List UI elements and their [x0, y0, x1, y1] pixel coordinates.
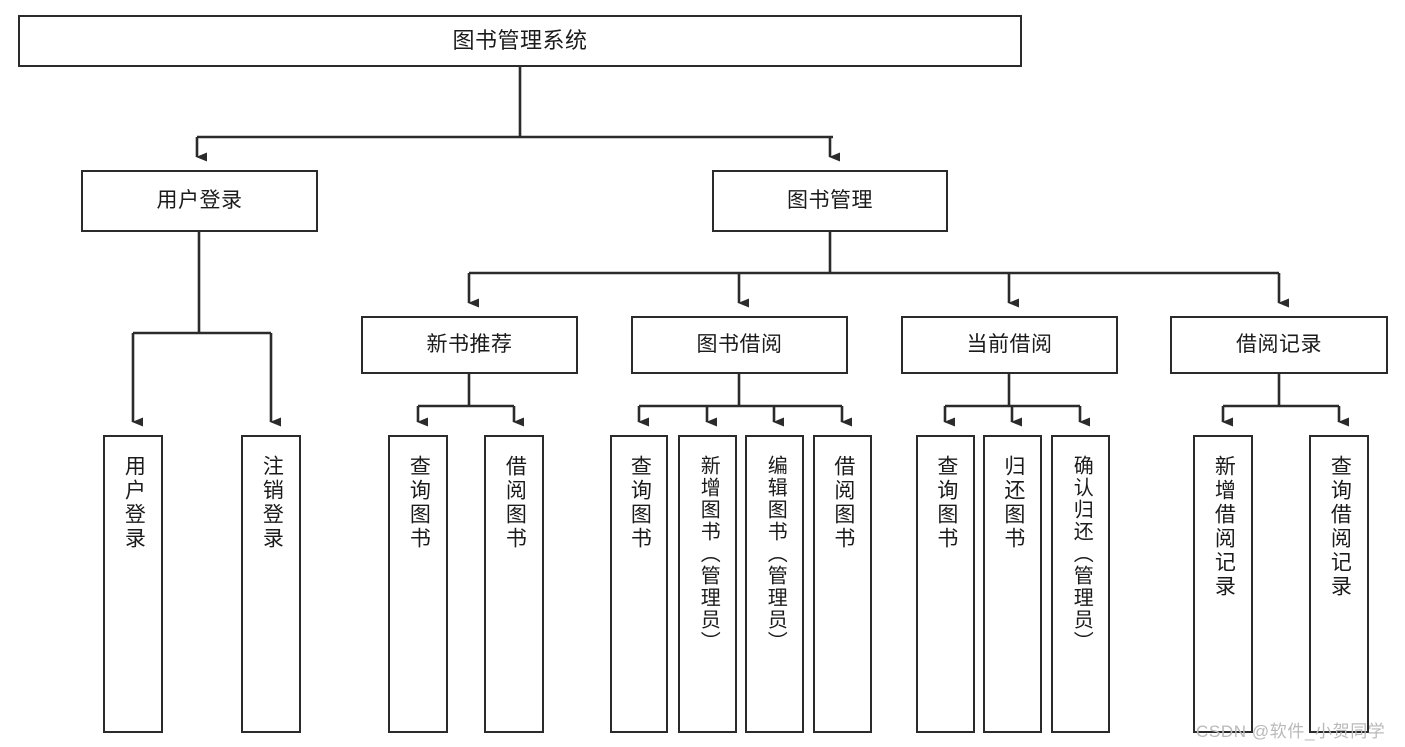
leaf-confirm-return-admin[interactable]: 确认归还（管理员）	[1051, 435, 1110, 733]
leaf-return-book-label: 归还图书	[1001, 455, 1025, 551]
leaf-user-login-label: 用户登录	[122, 455, 146, 551]
leaf-logout-login-label: 注销登录	[260, 455, 284, 551]
node-new-book-recommend[interactable]: 新书推荐	[361, 316, 578, 374]
leaf-user-login[interactable]: 用户登录	[103, 435, 163, 733]
leaf-query-book-recommend[interactable]: 查询图书	[388, 435, 448, 733]
leaf-borrow-book-label: 借阅图书	[831, 455, 855, 551]
node-borrow-record-label: 借阅记录	[1236, 332, 1322, 356]
node-new-book-recommend-label: 新书推荐	[426, 332, 513, 356]
leaf-edit-book-admin-label: 编辑图书（管理员）	[764, 455, 787, 653]
node-user-login-label: 用户登录	[156, 188, 243, 212]
node-user-login[interactable]: 用户登录	[81, 170, 318, 232]
leaf-query-book-recommend-label: 查询图书	[407, 455, 431, 551]
node-borrow-record[interactable]: 借阅记录	[1170, 316, 1388, 374]
node-book-manage[interactable]: 图书管理	[712, 170, 948, 232]
leaf-add-book-admin[interactable]: 新增图书（管理员）	[678, 435, 737, 733]
leaf-query-borrow-record[interactable]: 查询借阅记录	[1309, 435, 1369, 733]
leaf-borrow-book[interactable]: 借阅图书	[813, 435, 872, 733]
node-current-borrow-label: 当前借阅	[966, 332, 1053, 356]
leaf-query-book-current[interactable]: 查询图书	[916, 435, 975, 733]
leaf-query-book-borrow[interactable]: 查询图书	[610, 435, 668, 733]
leaf-add-borrow-record-label: 新增借阅记录	[1212, 455, 1236, 599]
node-book-manage-label: 图书管理	[787, 188, 873, 212]
leaf-logout-login[interactable]: 注销登录	[241, 435, 301, 733]
leaf-borrow-book-recommend[interactable]: 借阅图书	[484, 435, 544, 733]
node-current-borrow[interactable]: 当前借阅	[901, 316, 1118, 374]
leaf-edit-book-admin[interactable]: 编辑图书（管理员）	[745, 435, 804, 733]
leaf-query-borrow-record-label: 查询借阅记录	[1328, 455, 1352, 599]
leaf-query-book-borrow-label: 查询图书	[628, 455, 652, 551]
leaf-return-book[interactable]: 归还图书	[983, 435, 1042, 733]
node-book-borrow-label: 图书借阅	[696, 332, 783, 356]
leaf-add-borrow-record[interactable]: 新增借阅记录	[1193, 435, 1253, 733]
leaf-confirm-return-admin-label: 确认归还（管理员）	[1070, 455, 1093, 653]
leaf-borrow-book-recommend-label: 借阅图书	[503, 455, 527, 551]
csdn-watermark: CSDN @软件_小贺同学	[1196, 722, 1386, 741]
node-book-borrow[interactable]: 图书借阅	[631, 316, 848, 374]
leaf-add-book-admin-label: 新增图书（管理员）	[697, 455, 720, 653]
leaf-query-book-current-label: 查询图书	[934, 455, 958, 551]
node-root-label: 图书管理系统	[452, 28, 588, 54]
node-root[interactable]: 图书管理系统	[18, 15, 1022, 67]
